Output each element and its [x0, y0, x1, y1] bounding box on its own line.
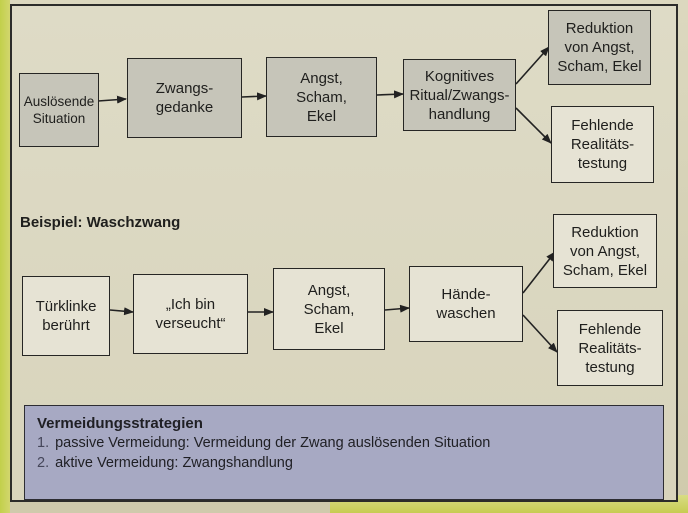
box-anxiety-shame-disgust: Angst, Scham, Ekel [266, 57, 377, 137]
arrow-1-trigger-thought [97, 95, 127, 104]
strategy-number: 1. [37, 435, 50, 451]
arrow-2-action-reduction [522, 251, 556, 294]
box-trigger-situation: Auslösende Situation [19, 73, 99, 147]
avoidance-strategies-box: Vermeidungsstrategien 1. passive Vermeidu… [24, 405, 664, 500]
arrow-1-thought-emotion [241, 92, 267, 101]
strategies-title: Vermeidungsstrategien [37, 415, 203, 432]
strategy-text: aktive Vermeidung: Zwangshandlung [55, 455, 293, 471]
box-hand-washing: Hände- waschen [409, 266, 523, 342]
box-obsessive-thought: Zwangs- gedanke [127, 58, 242, 138]
box-door-handle-touched: Türklinke berührt [22, 276, 110, 356]
arrow-1-ritual-reality [515, 107, 552, 144]
arrow-2-emotion-action [384, 304, 410, 313]
arrow-1-ritual-reduction [515, 46, 550, 85]
highlighter-edge-left [0, 0, 10, 513]
box-cognitive-ritual: Kognitives Ritual/Zwangs- handlung [403, 59, 516, 131]
box-anxiety-shame-disgust-2: Angst, Scham, Ekel [273, 268, 385, 350]
arrow-2-action-reality [522, 314, 558, 353]
strategy-number: 2. [37, 455, 50, 471]
arrow-1-emotion-ritual [376, 90, 404, 99]
strategy-text: passive Vermeidung: Vermeidung der Zwang… [55, 435, 491, 451]
arrow-2-trigger-thought [109, 307, 134, 316]
box-reduction: Reduktion von Angst, Scham, Ekel [548, 10, 651, 85]
box-lacking-reality-testing: Fehlende Realitäts- testung [551, 106, 654, 183]
box-lacking-reality-testing-2: Fehlende Realitäts- testung [557, 310, 663, 386]
box-reduction-2: Reduktion von Angst, Scham, Ekel [553, 214, 657, 288]
strategy-item: 2. aktive Vermeidung: Zwangshandlung [37, 453, 651, 473]
example-heading: Beispiel: Waschzwang [20, 214, 181, 231]
box-contaminated-thought: „Ich bin verseucht“ [133, 274, 248, 354]
strategy-item: 1. passive Vermeidung: Vermeidung der Zwa… [37, 433, 651, 453]
